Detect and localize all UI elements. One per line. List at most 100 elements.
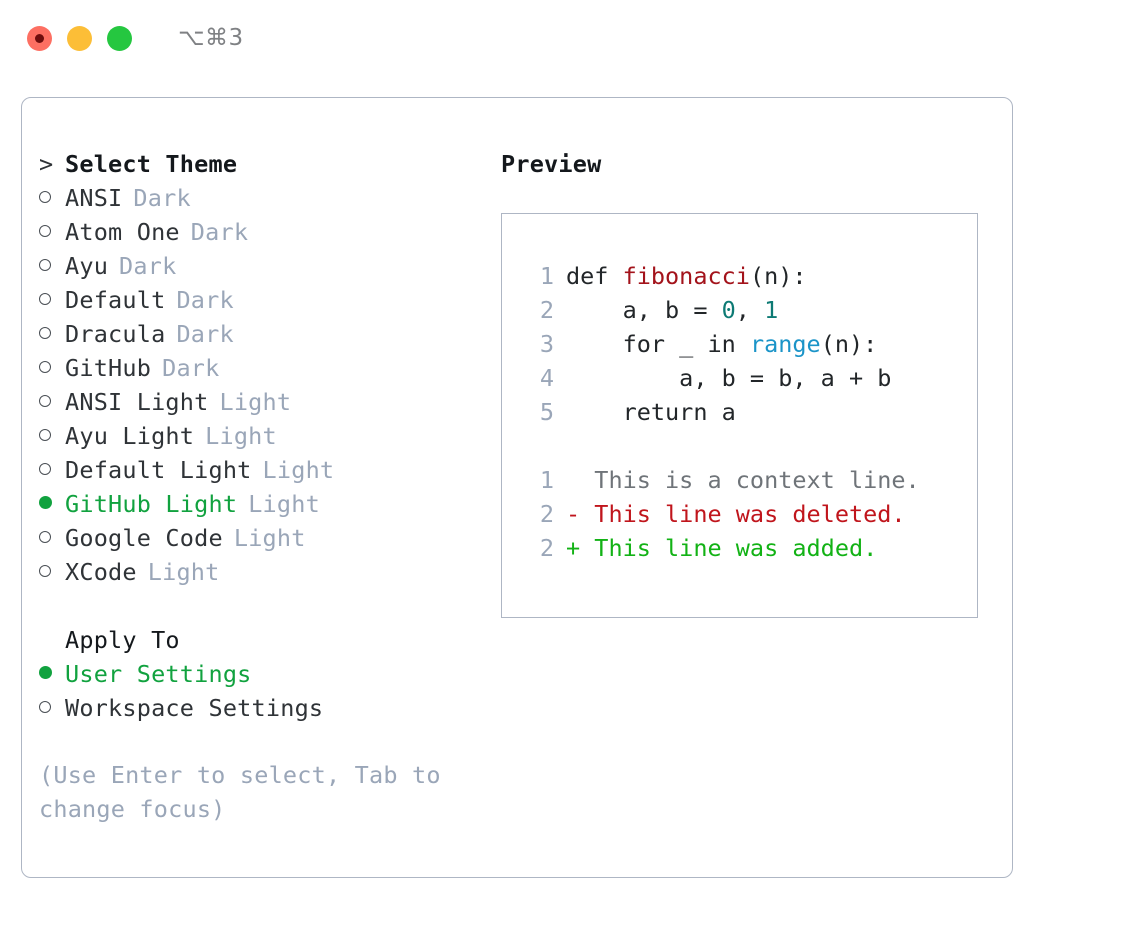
- token-num: 0: [721, 296, 736, 324]
- radio-unselected-icon: [39, 186, 65, 209]
- apply-option[interactable]: User Settings: [39, 660, 489, 694]
- radio-dot: [39, 293, 51, 305]
- line-number: 1: [539, 466, 554, 494]
- line-content: - This line was deleted.: [566, 500, 906, 528]
- recording-indicator-icon: [35, 33, 44, 43]
- theme-option-badge: Light: [219, 388, 292, 416]
- radio-unselected-icon: [39, 424, 65, 447]
- theme-option-label: Ayu: [65, 252, 109, 280]
- radio-unselected-icon: [39, 696, 65, 719]
- line-content: a, b = 0, 1: [566, 296, 779, 324]
- radio-dot: [39, 701, 51, 713]
- theme-option-badge: Dark: [190, 218, 249, 246]
- select-theme-title: Select Theme: [65, 150, 238, 178]
- radio-dot: [39, 531, 51, 543]
- theme-option-label: ANSI: [65, 184, 123, 212]
- radio-unselected-icon: [39, 220, 65, 243]
- radio-dot: [39, 259, 51, 271]
- preview-title: Preview: [501, 150, 602, 178]
- token-num: 1: [764, 296, 779, 324]
- line-number: 4: [539, 364, 554, 392]
- theme-option-label: Default: [65, 286, 166, 314]
- radio-dot: [39, 395, 51, 407]
- prompt-caret-icon: >: [39, 150, 54, 178]
- apply-to-header: Apply To: [39, 626, 489, 660]
- line-number: 1: [539, 262, 554, 290]
- theme-option[interactable]: XCode Light: [39, 558, 489, 592]
- line-number: 5: [539, 398, 554, 426]
- token-call: range: [749, 330, 821, 358]
- diff-line: 1 This is a context line.: [524, 466, 977, 500]
- theme-option-label: Dracula: [65, 320, 166, 348]
- radio-dot: [39, 191, 51, 203]
- token-plain: a, b =: [566, 296, 722, 324]
- radio-dot: [39, 496, 52, 509]
- radio-dot: [39, 429, 51, 441]
- radio-selected-icon: [39, 491, 65, 514]
- apply-to-title: Apply To: [65, 626, 180, 654]
- radio-dot: [39, 361, 51, 373]
- theme-option-badge: Light: [248, 490, 320, 518]
- radio-unselected-icon: [39, 288, 65, 311]
- code-line: 4 a, b = b, a + b: [524, 364, 977, 398]
- code-line: 2 a, b = 0, 1: [524, 296, 977, 330]
- theme-option-badge: Light: [147, 558, 220, 586]
- theme-option-badge: Dark: [176, 286, 234, 314]
- theme-option[interactable]: GitHub Dark: [39, 354, 489, 388]
- line-content: a, b = b, a + b: [566, 364, 891, 392]
- token-func: fibonacci: [622, 262, 750, 290]
- theme-option-label: GitHub: [65, 354, 152, 382]
- token-plain: for _ in: [566, 330, 750, 358]
- theme-option-label: XCode: [65, 558, 137, 586]
- line-content: for _ in range(n):: [566, 330, 878, 358]
- radio-unselected-icon: [39, 322, 65, 345]
- radio-dot: [39, 327, 51, 339]
- line-content: + This line was added.: [566, 534, 877, 562]
- apply-option-label: User Settings: [65, 660, 252, 688]
- diff-line: 2+ This line was added.: [524, 534, 977, 568]
- close-button[interactable]: [27, 25, 52, 51]
- keyboard-shortcut-label: ⌥⌘3: [178, 25, 244, 51]
- theme-option[interactable]: GitHub Light Light: [39, 490, 489, 524]
- apply-option[interactable]: Workspace Settings: [39, 694, 489, 728]
- theme-option-label: GitHub Light: [65, 490, 238, 518]
- radio-unselected-icon: [39, 560, 65, 583]
- line-content: def fibonacci(n):: [566, 262, 807, 290]
- token-ctx: This is a context line.: [566, 466, 920, 494]
- line-number: 3: [539, 330, 554, 358]
- radio-dot: [39, 463, 51, 475]
- theme-option[interactable]: Atom One Dark: [39, 218, 489, 252]
- line-content: This is a context line.: [566, 466, 920, 494]
- radio-unselected-icon: [39, 254, 65, 277]
- theme-option-label: Atom One: [65, 218, 180, 246]
- theme-option-label: ANSI Light: [65, 388, 209, 416]
- theme-option[interactable]: ANSI Light Light: [39, 388, 489, 422]
- radio-dot: [39, 225, 51, 237]
- token-plain: return a: [566, 398, 736, 426]
- token-plain: ,: [735, 296, 765, 324]
- code-line: 1 def fibonacci(n):: [524, 262, 977, 296]
- theme-option[interactable]: Default Dark: [39, 286, 489, 320]
- apply-option-label: Workspace Settings: [65, 694, 324, 722]
- radio-selected-icon: [39, 661, 65, 684]
- radio-unselected-icon: [39, 390, 65, 413]
- radio-dot: [39, 666, 52, 679]
- theme-option-badge: Dark: [162, 354, 220, 382]
- maximize-button[interactable]: [107, 25, 132, 51]
- title-bar: ⌥⌘3: [0, 0, 1140, 76]
- radio-unselected-icon: [39, 356, 65, 379]
- minimize-button[interactable]: [67, 25, 92, 51]
- theme-option-label: Google Code: [65, 524, 223, 552]
- code-line: 5 return a: [524, 398, 977, 432]
